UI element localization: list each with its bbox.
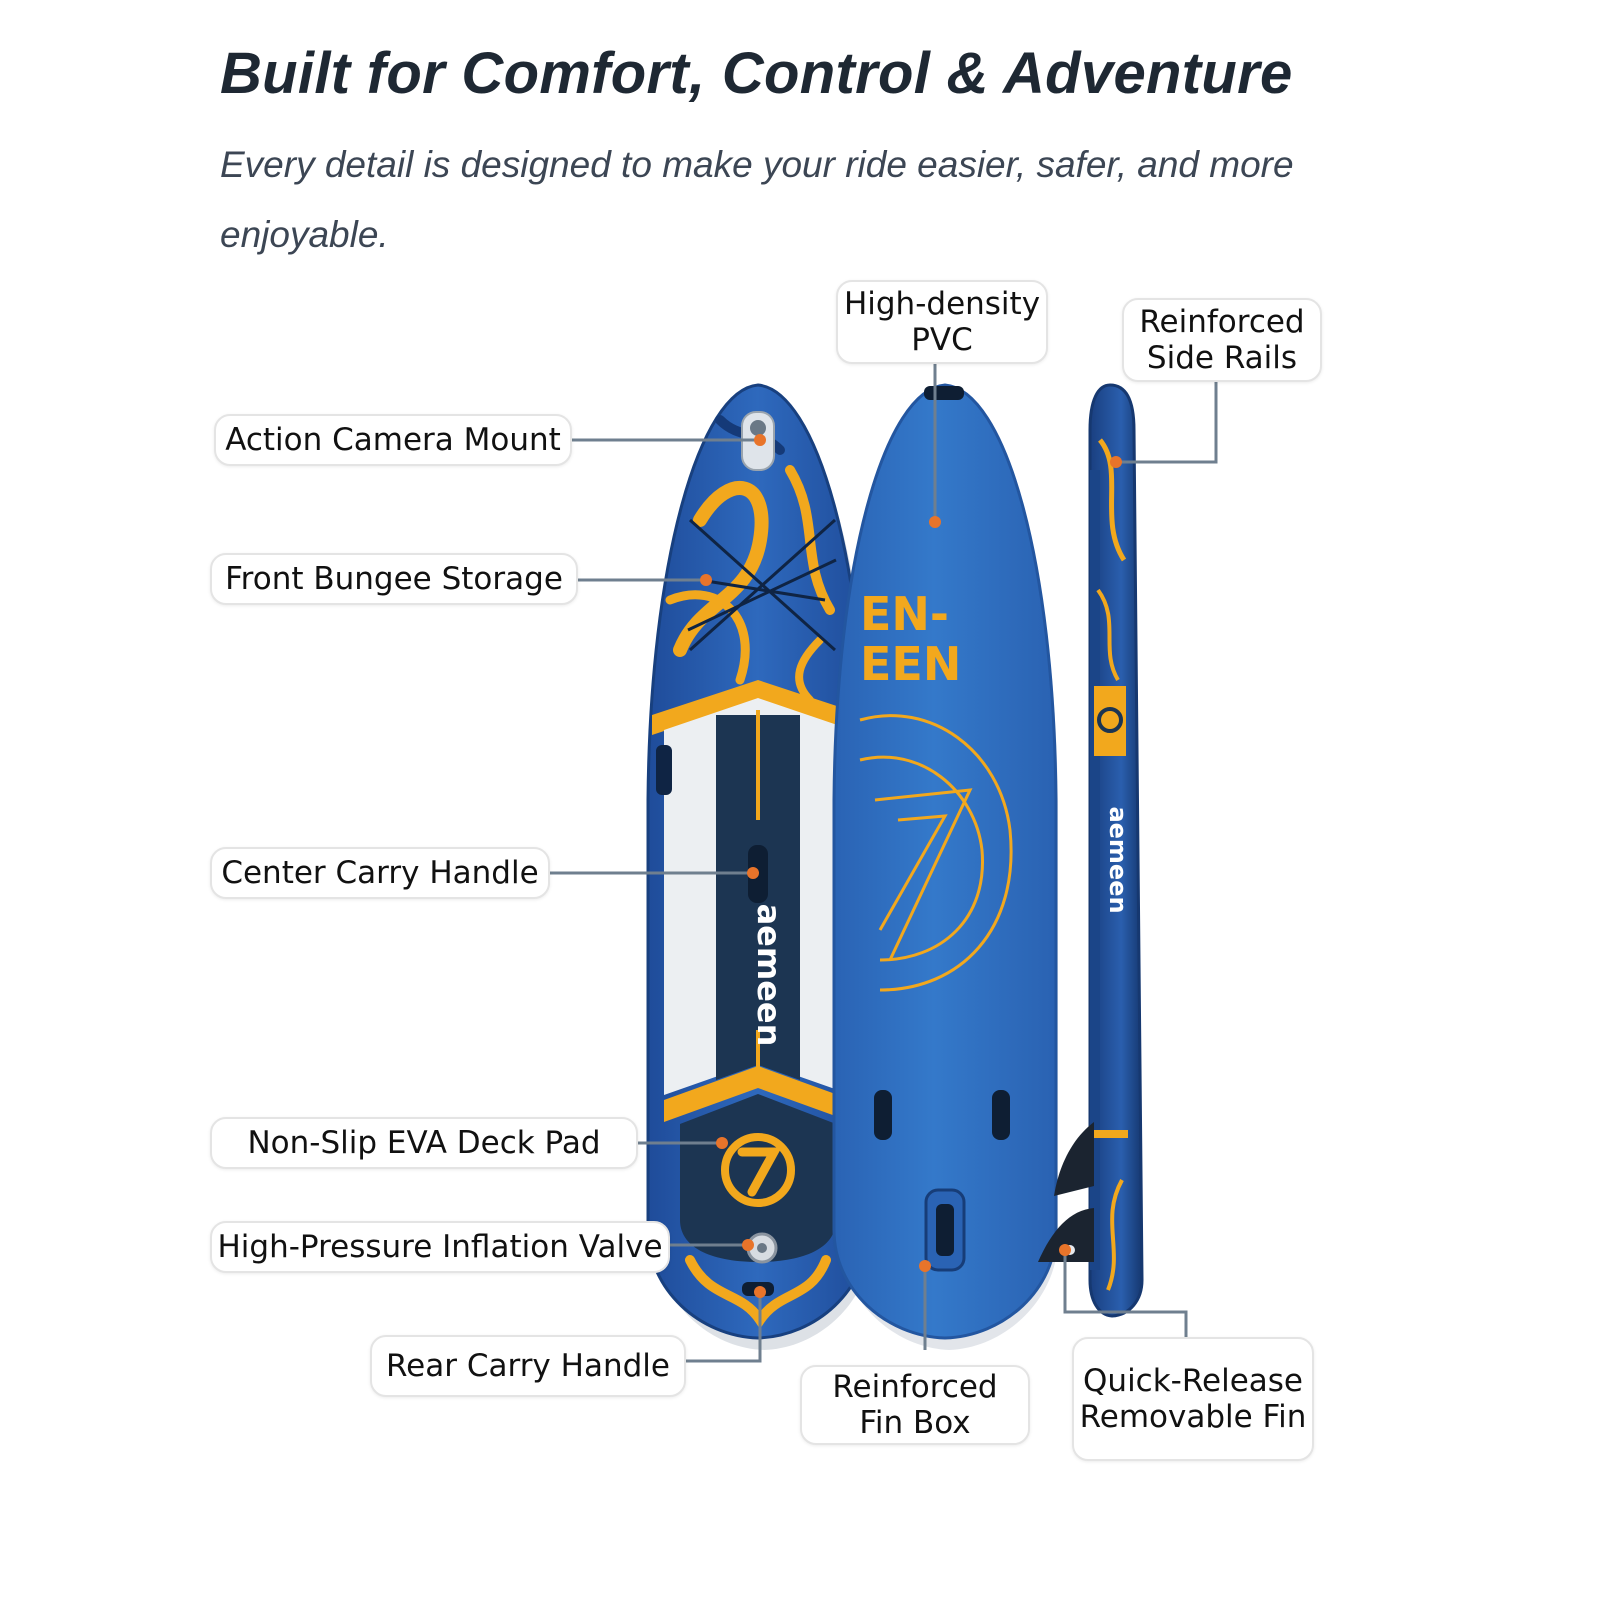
callout-reinforced-fin-box: Reinforced Fin Box (800, 1365, 1030, 1445)
deck-side-handle-left (656, 745, 672, 795)
callout-label: Rear Carry Handle (386, 1348, 670, 1384)
deck-pad-top-chevron (652, 680, 864, 735)
board-deck-view: aemeen (646, 383, 872, 1350)
bottom-nose-valve (924, 386, 964, 400)
side-swirl-3 (1106, 1179, 1124, 1291)
callout-label-line2: PVC (911, 322, 973, 358)
deck-nose-swirl-4 (795, 636, 824, 704)
board-side-view: aemeen (1038, 383, 1144, 1318)
deck-pad-tail-chevron (664, 1066, 852, 1122)
callout-label: Front Bungee Storage (225, 561, 563, 597)
callout-label: Non-Slip EVA Deck Pad (247, 1125, 601, 1161)
callout-label-line2: Side Rails (1146, 340, 1298, 376)
callout-label-line1: Reinforced (832, 1369, 998, 1405)
page-subtitle: Every detail is designed to make your ri… (220, 144, 1294, 255)
callout-high-density-pvc: High-density PVC (836, 280, 1048, 364)
bottom-handle-left (874, 1090, 892, 1140)
callout-label: Center Carry Handle (221, 855, 539, 891)
deck-brand-text: aemeen (750, 904, 788, 1047)
leader-lines (550, 364, 1218, 1363)
side-rail-band (1090, 470, 1100, 1270)
quick-release-fin (1038, 1208, 1094, 1262)
deck-pad-center-line (756, 710, 760, 820)
bottom-brand-text-line1: EN- (860, 587, 949, 641)
page-title: Built for Comfort, Control & Adventure (220, 41, 1293, 106)
deck-logo-icon (721, 1133, 795, 1207)
deck-nose-swirl-1 (673, 481, 769, 657)
board-bottom-view: EN- EEN (832, 383, 1058, 1350)
callout-reinforced-side-rails: Reinforced Side Rails (1122, 298, 1322, 382)
bottom-brand-text-line2: EEN (860, 637, 961, 691)
side-logo-icon (1097, 707, 1123, 733)
callout-label: High-Pressure Inflation Valve (217, 1229, 663, 1265)
callout-front-bungee-storage: Front Bungee Storage (210, 553, 578, 605)
side-accent-stripe (1094, 1130, 1128, 1138)
deck-nose-swirl-2 (785, 465, 835, 615)
callout-label-line2: Removable Fin (1079, 1399, 1307, 1435)
callout-label-line2: Fin Box (859, 1405, 971, 1441)
side-small-fin (1054, 1122, 1094, 1196)
side-brand-text: aemeen (1104, 806, 1132, 913)
callout-label-line1: High-density (843, 286, 1041, 322)
marker-dots (700, 434, 1122, 1298)
callout-action-camera-mount: Action Camera Mount (214, 414, 572, 466)
callout-rear-carry-handle: Rear Carry Handle (370, 1335, 686, 1397)
callout-non-slip-eva-deck-pad: Non-Slip EVA Deck Pad (210, 1117, 638, 1169)
bottom-handle-right (992, 1090, 1010, 1140)
bottom-logo-outline (859, 714, 1013, 992)
side-swirl-2 (1096, 588, 1120, 682)
fin-box (924, 1188, 966, 1272)
callout-label: Action Camera Mount (225, 422, 561, 458)
callout-high-pressure-inflation-valve: High-Pressure Inflation Valve (210, 1221, 670, 1273)
front-bungee-cords (687, 518, 837, 652)
callout-label-line1: Reinforced (1139, 304, 1305, 340)
deck-pad-center-line-lower (756, 1030, 760, 1080)
side-swirl-1 (1097, 438, 1127, 562)
callout-label-line1: Quick-Release (1083, 1363, 1303, 1399)
side-board-body (1088, 383, 1144, 1318)
callout-center-carry-handle: Center Carry Handle (210, 847, 550, 899)
callout-quick-release-removable-fin: Quick-Release Removable Fin (1072, 1337, 1314, 1461)
